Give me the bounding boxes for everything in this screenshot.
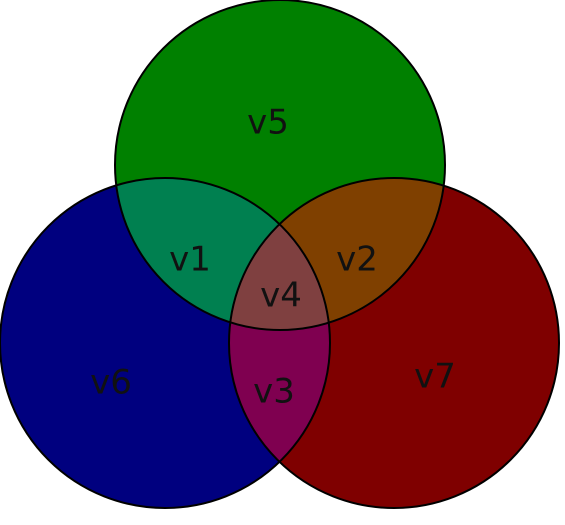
label-v6: v6 [90,363,132,403]
label-v7: v7 [414,357,456,397]
region-top-left [115,178,330,330]
region-top-right [229,178,445,330]
label-v4: v4 [260,276,302,316]
label-v5: v5 [247,103,289,143]
label-v1: v1 [169,240,211,280]
label-v3: v3 [253,372,295,412]
label-v2: v2 [336,240,378,280]
circle-outlines [0,0,560,509]
